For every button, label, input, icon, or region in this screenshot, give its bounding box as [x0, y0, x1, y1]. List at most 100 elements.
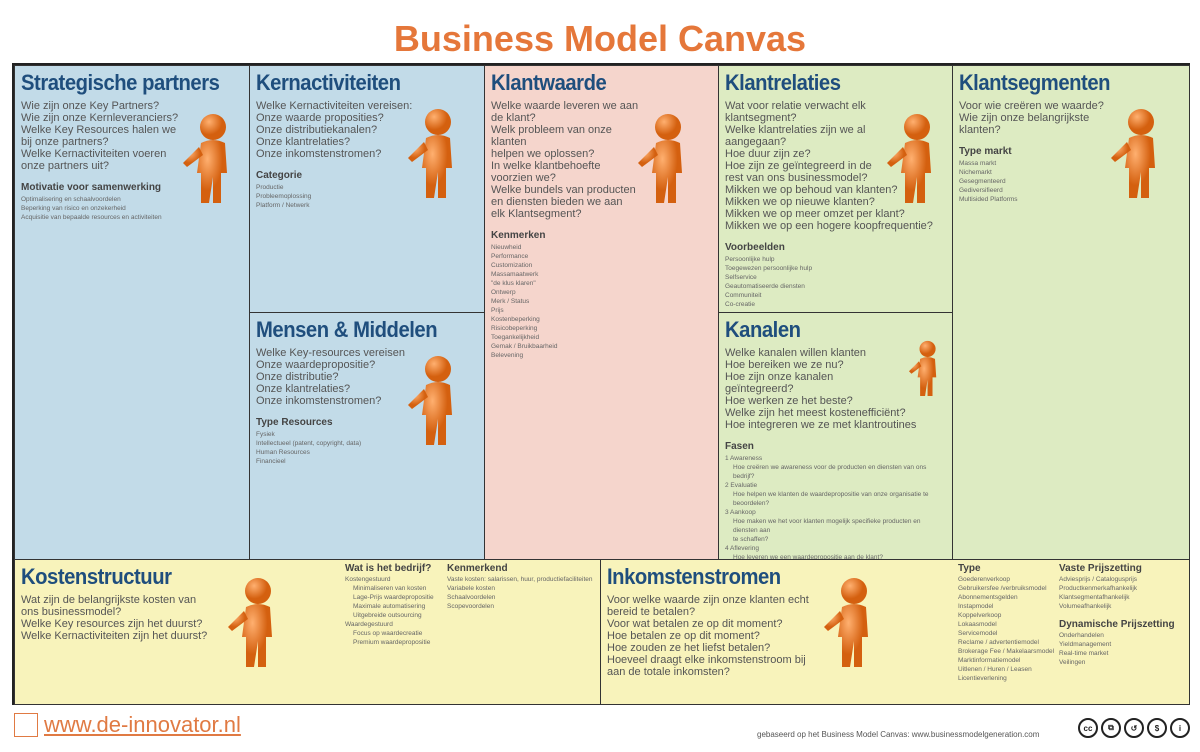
- question: de klant?: [491, 112, 536, 124]
- resources-title: Mensen & Middelen: [256, 317, 438, 342]
- figure-illustration: [630, 111, 700, 211]
- questions: Wie zijn onze Key Partners?Wie zijn onze…: [21, 100, 243, 172]
- question: Onze inkomstenstromen?: [256, 395, 382, 407]
- list-item: Adviesprijs / Catalogusprijs: [1059, 576, 1138, 583]
- question: Wie zijn onze belangrijkste: [959, 112, 1090, 124]
- list-item: Abonnementsgelden: [958, 594, 1018, 601]
- list-item: Focus op waardecreatie: [353, 630, 423, 637]
- subheading: Voorbeelden: [725, 242, 785, 253]
- list-item: Instapmodel: [958, 603, 994, 610]
- question: Onze klantrelaties?: [256, 383, 351, 395]
- question: Wat voor relatie verwacht elk: [725, 100, 866, 112]
- question: Hoe zijn ze geïntegreerd in de: [725, 160, 872, 172]
- item-list: Kostengestuurd Minimaliseren van kosten …: [345, 575, 434, 647]
- question: Hoe integreren we ze met klantroutines: [725, 419, 917, 431]
- list-item: Communiteit: [725, 292, 762, 299]
- revenue-title: Inkomstenstromen: [607, 564, 781, 589]
- question: Wie zijn onze Key Partners?: [21, 100, 160, 112]
- list-item: Gediversifieerd: [959, 187, 1003, 194]
- list-item: Productie: [256, 184, 284, 191]
- question: aangegaan?: [725, 136, 787, 148]
- list-item: Lokaasmodel: [958, 621, 997, 628]
- question: Welk probleem van onze: [491, 124, 612, 136]
- question: Voor wie creëren we waarde?: [959, 100, 1104, 112]
- list-item: 1 Awareness: [725, 455, 763, 462]
- credit-label: gebaseerd op het Business Model Canvas:: [757, 730, 910, 739]
- segments-title: Klantsegmenten: [959, 70, 1111, 95]
- question: Onze distributie?: [256, 371, 339, 383]
- noncommercial-icon: $: [1147, 718, 1167, 738]
- subheading: Categorie: [256, 170, 303, 181]
- costs-col1: Wat is het bedrijf?Kostengestuurd Minima…: [345, 564, 434, 647]
- relations-title: Klantrelaties: [725, 70, 841, 95]
- question: Onze distributiekanalen?: [256, 124, 378, 136]
- attribution-icon: i: [1170, 718, 1190, 738]
- list-item: Hoe creëren we awareness voor de product…: [733, 464, 927, 480]
- list-item: Gebruikersfee /verbruiksmodel: [958, 585, 1047, 592]
- creative-commons-icons: cc ⧉ ↺ $ i: [1078, 718, 1190, 738]
- figure-illustration: [904, 339, 947, 403]
- costs-title: Kostenstructuur: [21, 564, 172, 589]
- question: Hoe betalen ze op dit moment?: [607, 630, 760, 642]
- question: Mikken we op een hogere koopfrequentie?: [725, 220, 933, 232]
- credit-link[interactable]: www.businessmodelgeneration.com: [911, 730, 1040, 739]
- question: bereid te betalen?: [607, 606, 696, 618]
- list-item: Goederenverkoop: [958, 576, 1011, 583]
- list-item: 3 Aankoop: [725, 509, 756, 516]
- list-item: Reclame / advertentiemodel: [958, 639, 1039, 646]
- logo-square-icon: [14, 713, 38, 737]
- subheading: Wat is het bedrijf?: [345, 563, 432, 574]
- question: onze partners uit?: [21, 160, 110, 172]
- list-item: Multisided Platforms: [959, 196, 1018, 203]
- list-item: Human Resources: [256, 449, 310, 456]
- list-item: Gesegmenteerd: [959, 178, 1006, 185]
- question: aan de totale inkomsten?: [607, 666, 730, 678]
- question: Hoe duur zijn ze?: [725, 148, 811, 160]
- list-item: Geautomatiseerde diensten: [725, 283, 805, 290]
- list-item: Prijs: [491, 307, 504, 314]
- list-item: Massa markt: [959, 160, 997, 167]
- list-item: Hoe helpen we klanten de waardepropositi…: [733, 491, 929, 507]
- website-link[interactable]: www.de-innovator.nl: [14, 712, 241, 738]
- list-item: Volumeafhankelijk: [1059, 603, 1112, 610]
- list-item: Intellectueel (patent, copyright, data): [256, 440, 362, 447]
- list-item: Lage-Prijs waardepropositie: [353, 594, 434, 601]
- question: Mikken we op nieuwe klanten?: [725, 196, 875, 208]
- question: Voor welke waarde zijn onze klanten echt: [607, 594, 809, 606]
- question: Welke waarde leveren we aan: [491, 100, 639, 112]
- list-item: Klantsegmentafhankelijk: [1059, 594, 1130, 601]
- website-url[interactable]: www.de-innovator.nl: [44, 712, 241, 737]
- subheading: Type: [958, 563, 981, 574]
- question: Welke klantrelaties zijn we al: [725, 124, 866, 136]
- question: Welke bundels van producten: [491, 184, 636, 196]
- question: Wat zijn de belangrijkste kosten van: [21, 594, 197, 606]
- list-item: 2 Evaluatie: [725, 482, 758, 489]
- partners-title: Strategische partners: [21, 70, 220, 95]
- list-item: Premium waardepropositie: [353, 639, 431, 646]
- list-item: Productkenmerkafhankelijk: [1059, 585, 1138, 592]
- list-item: Brokerage Fee / Makelaarsmodel: [958, 648, 1055, 655]
- list-item: 4 Aflevering: [725, 545, 759, 552]
- list-item: Selfservice: [725, 274, 757, 281]
- question: Welke Kernactiviteiten zijn het duurst?: [21, 630, 208, 642]
- list-item: Performance: [491, 253, 529, 260]
- question: Onze klantrelaties?: [256, 136, 351, 148]
- question: klanten?: [959, 124, 1001, 136]
- subheading: Vaste Prijszetting: [1059, 563, 1142, 574]
- question: voorzien we?: [491, 172, 556, 184]
- question: rest van ons businessmodel?: [725, 172, 868, 184]
- item-list: 1 Awareness Hoe creëren we awareness voo…: [725, 454, 946, 559]
- figure-illustration: [879, 111, 949, 211]
- question: Wie zijn onze Kernleveranciers?: [21, 112, 179, 124]
- list-item: Onderhandelen: [1059, 632, 1104, 639]
